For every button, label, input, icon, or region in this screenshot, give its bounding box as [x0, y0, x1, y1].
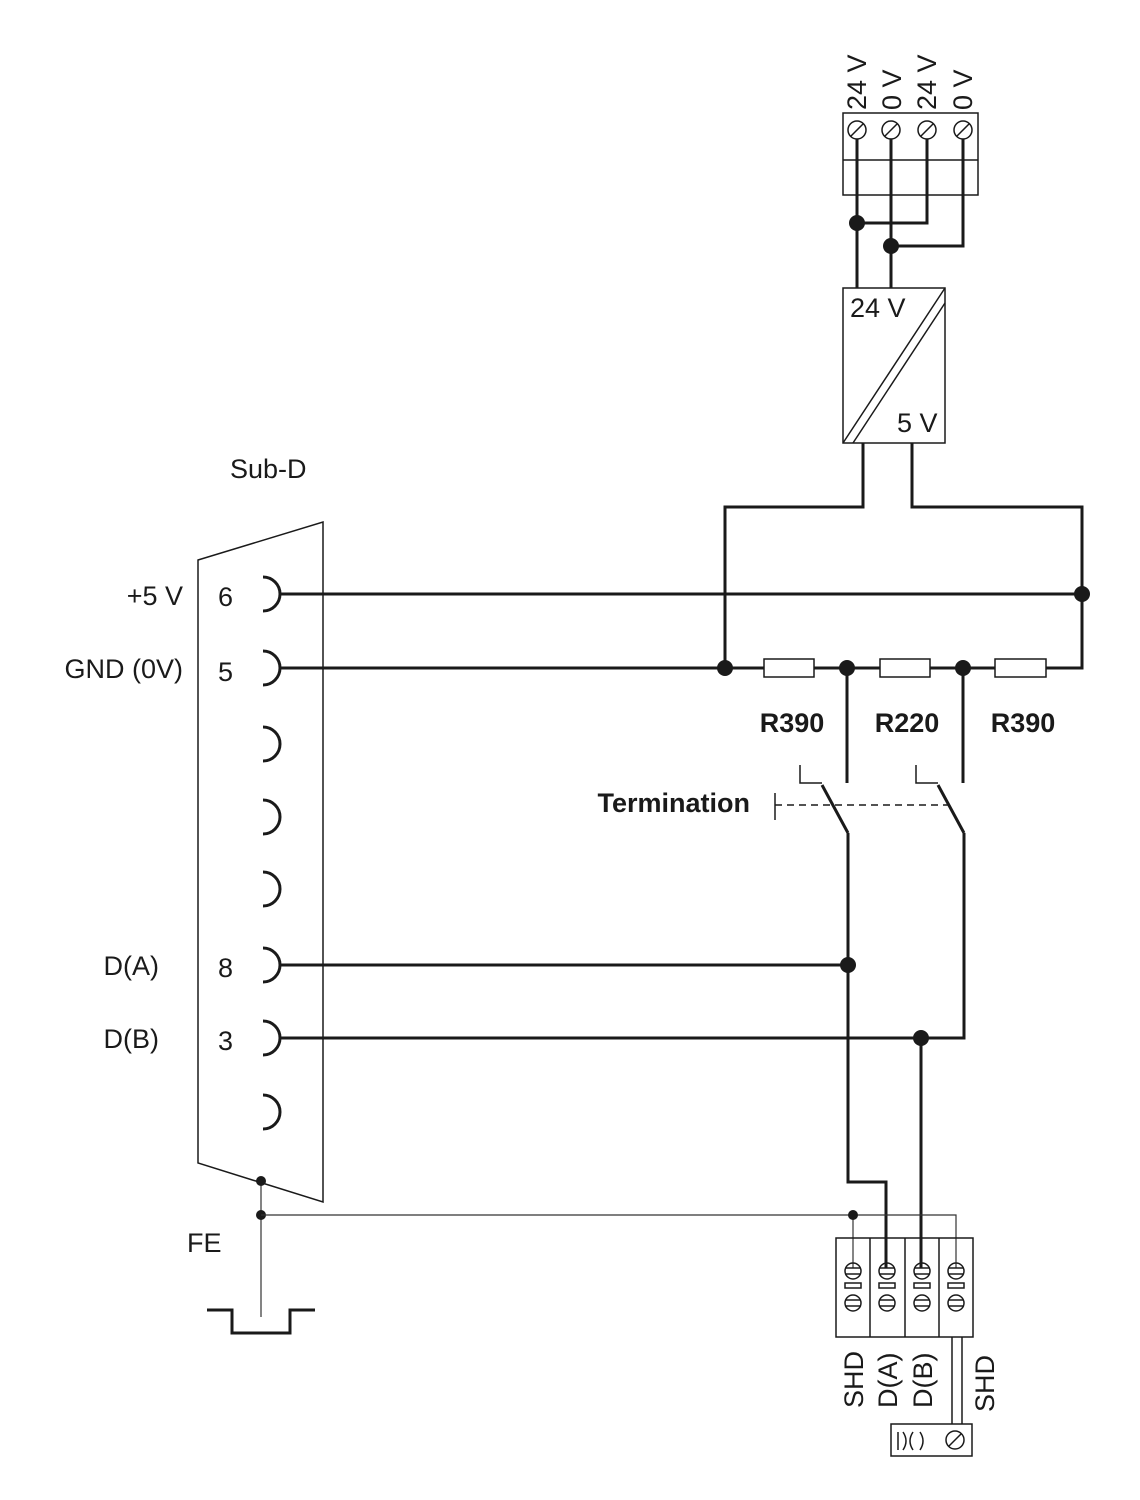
dc-dc-converter — [842, 287, 946, 444]
pin-socket-icon — [262, 1019, 282, 1057]
supply-bus-lines — [280, 586, 1090, 676]
converter-output-wires — [723, 443, 1084, 670]
pin-socket-icon — [262, 1093, 282, 1131]
sub-d-connector-body — [197, 520, 324, 1204]
shield-label: SHD — [970, 1355, 1000, 1412]
bus-terminal-label: D(B) — [908, 1353, 938, 1409]
pin-number: 5 — [218, 657, 233, 687]
resistor-icon — [763, 658, 815, 678]
pin-socket-icon — [262, 649, 282, 687]
pin-signal-label: D(A) — [104, 951, 160, 981]
connector-title: Sub-D — [230, 454, 307, 484]
converter-output-label: 5 V — [897, 408, 938, 438]
screw-icon — [945, 1430, 965, 1450]
screw-icon — [913, 1294, 931, 1312]
bus-terminal-label: SHD — [839, 1351, 869, 1408]
screw-icon — [847, 120, 867, 140]
functional-earth — [207, 1176, 957, 1335]
screw-icon — [913, 1262, 931, 1280]
supply-terminal-label: 0 V — [948, 69, 978, 110]
bus-terminal-label: D(A) — [873, 1353, 903, 1409]
termination-label: Termination — [597, 788, 750, 818]
pin-signal-label: +5 V — [127, 581, 183, 611]
resistor-label: R390 — [991, 708, 1056, 738]
screw-icon — [878, 1294, 896, 1312]
screw-icon — [844, 1294, 862, 1312]
pin-number: 8 — [218, 953, 233, 983]
termination-switches — [774, 668, 966, 834]
resistor-icon — [994, 658, 1047, 678]
pin-signal-label: D(B) — [104, 1024, 160, 1054]
pin-socket-icon — [262, 575, 282, 613]
ground-symbol-icon — [207, 1308, 315, 1335]
pin-signal-label: GND (0V) — [64, 654, 183, 684]
supply-terminal-label: 24 V — [842, 54, 872, 110]
resistor-label: R390 — [760, 708, 825, 738]
supply-wires — [849, 139, 965, 288]
pin-number: 3 — [218, 1026, 233, 1056]
screw-icon — [917, 120, 937, 140]
supply-terminal-label: 0 V — [877, 69, 907, 110]
screw-icon — [947, 1262, 965, 1280]
connector-pins — [262, 575, 282, 1131]
supply-terminal-block — [842, 112, 979, 196]
data-lines — [280, 833, 966, 1268]
pin-socket-icon — [262, 725, 282, 763]
converter-input-label: 24 V — [850, 293, 906, 323]
shield-clamp — [890, 1337, 973, 1457]
pin-number: 6 — [218, 582, 233, 612]
pin-socket-icon — [262, 946, 282, 984]
pin-socket-icon — [262, 870, 282, 908]
pin-socket-icon — [262, 798, 282, 836]
supply-terminal-label: 24 V — [912, 54, 942, 110]
resistor-icon — [879, 658, 931, 678]
ground-label: FE — [187, 1228, 222, 1258]
screw-icon — [878, 1262, 896, 1280]
resistor-label: R220 — [875, 708, 940, 738]
cable-clamp-icon — [897, 1431, 924, 1451]
screw-icon — [844, 1262, 862, 1280]
bus-terminal-block — [835, 1237, 974, 1338]
screw-icon — [947, 1294, 965, 1312]
screw-icon — [953, 120, 973, 140]
screw-icon — [881, 120, 901, 140]
